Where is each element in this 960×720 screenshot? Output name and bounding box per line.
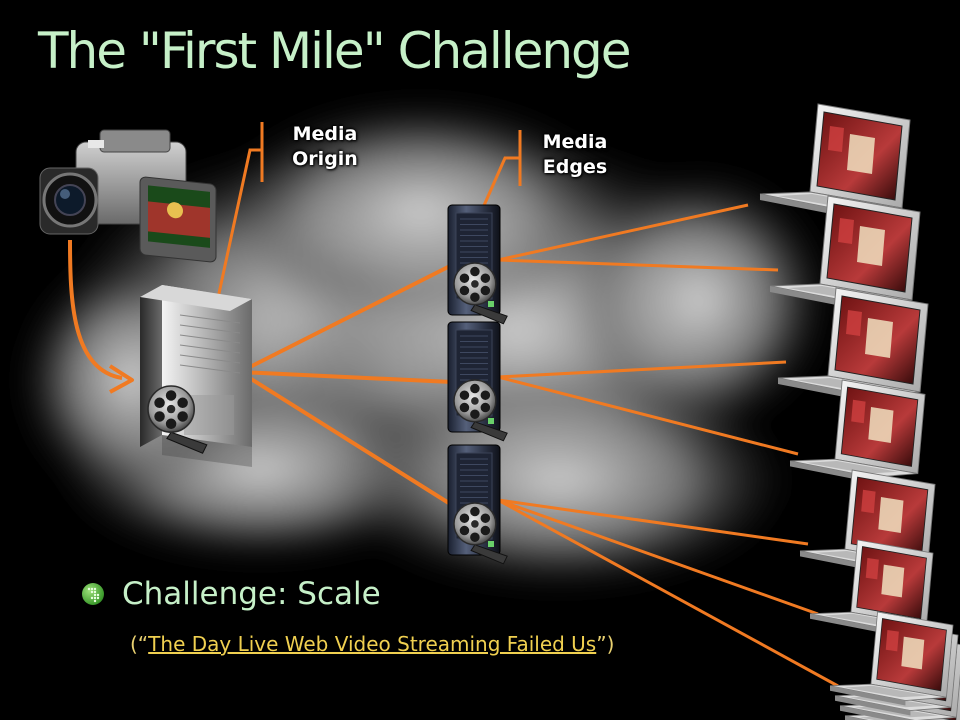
reference-link[interactable]: The Day Live Web Video Streaming Failed … (148, 632, 597, 656)
callout-bracket-edges (480, 130, 522, 211)
origin-film-reel (147, 385, 208, 454)
reference-open: (“ (130, 632, 149, 656)
edge-server-icon (447, 321, 508, 442)
film-reel-icon (453, 379, 508, 442)
film-reel-icon (453, 502, 508, 565)
laptop-icon (759, 103, 911, 218)
edge-to-client-link-3 (497, 360, 787, 379)
media-edges-label: Media Edges (520, 130, 630, 180)
bullet-item: Challenge: Scale (82, 576, 381, 612)
origin-to-edge-link-1 (239, 263, 453, 374)
media-edges-line-2: Edges (542, 156, 608, 178)
media-origin-line-1: Media (292, 123, 358, 145)
edge-to-client-link-7 (497, 498, 839, 688)
camcorder-icon (39, 129, 217, 263)
origin-to-edge-link-3 (238, 370, 454, 507)
edge-to-client-link-6 (497, 498, 819, 616)
film-reels (147, 385, 208, 454)
edge-to-client-link-1 (497, 203, 749, 262)
edge-server-icon (447, 444, 508, 565)
edge-to-client-link-2 (497, 258, 779, 272)
laptop-icon (789, 379, 926, 483)
edge-to-client-link-5 (497, 498, 809, 546)
edge-to-client-link-4 (497, 375, 799, 456)
edge-servers (447, 204, 508, 565)
media-origin-line-2: Origin (292, 148, 358, 170)
media-edges-line-1: Media (542, 131, 608, 153)
reference-line: (“The Day Live Web Video Streaming Faile… (130, 632, 614, 656)
origin-to-edge-link-2 (239, 370, 453, 384)
callout-bracket-origin (216, 122, 264, 299)
network-links (238, 203, 839, 688)
bullet-icon (82, 583, 104, 605)
media-origin-label: Media Origin (270, 122, 380, 172)
film-reel-icon (453, 262, 508, 325)
laptop-icon (829, 611, 954, 706)
edge-server-icon (447, 204, 508, 325)
reference-close: ”) (596, 632, 615, 656)
camera-to-origin-arrow (68, 239, 134, 394)
film-reel-icon (147, 385, 208, 454)
bullet-text: Challenge: Scale (122, 576, 381, 612)
slide-title: The "First Mile" Challenge (38, 22, 632, 80)
client-laptops (759, 103, 960, 720)
